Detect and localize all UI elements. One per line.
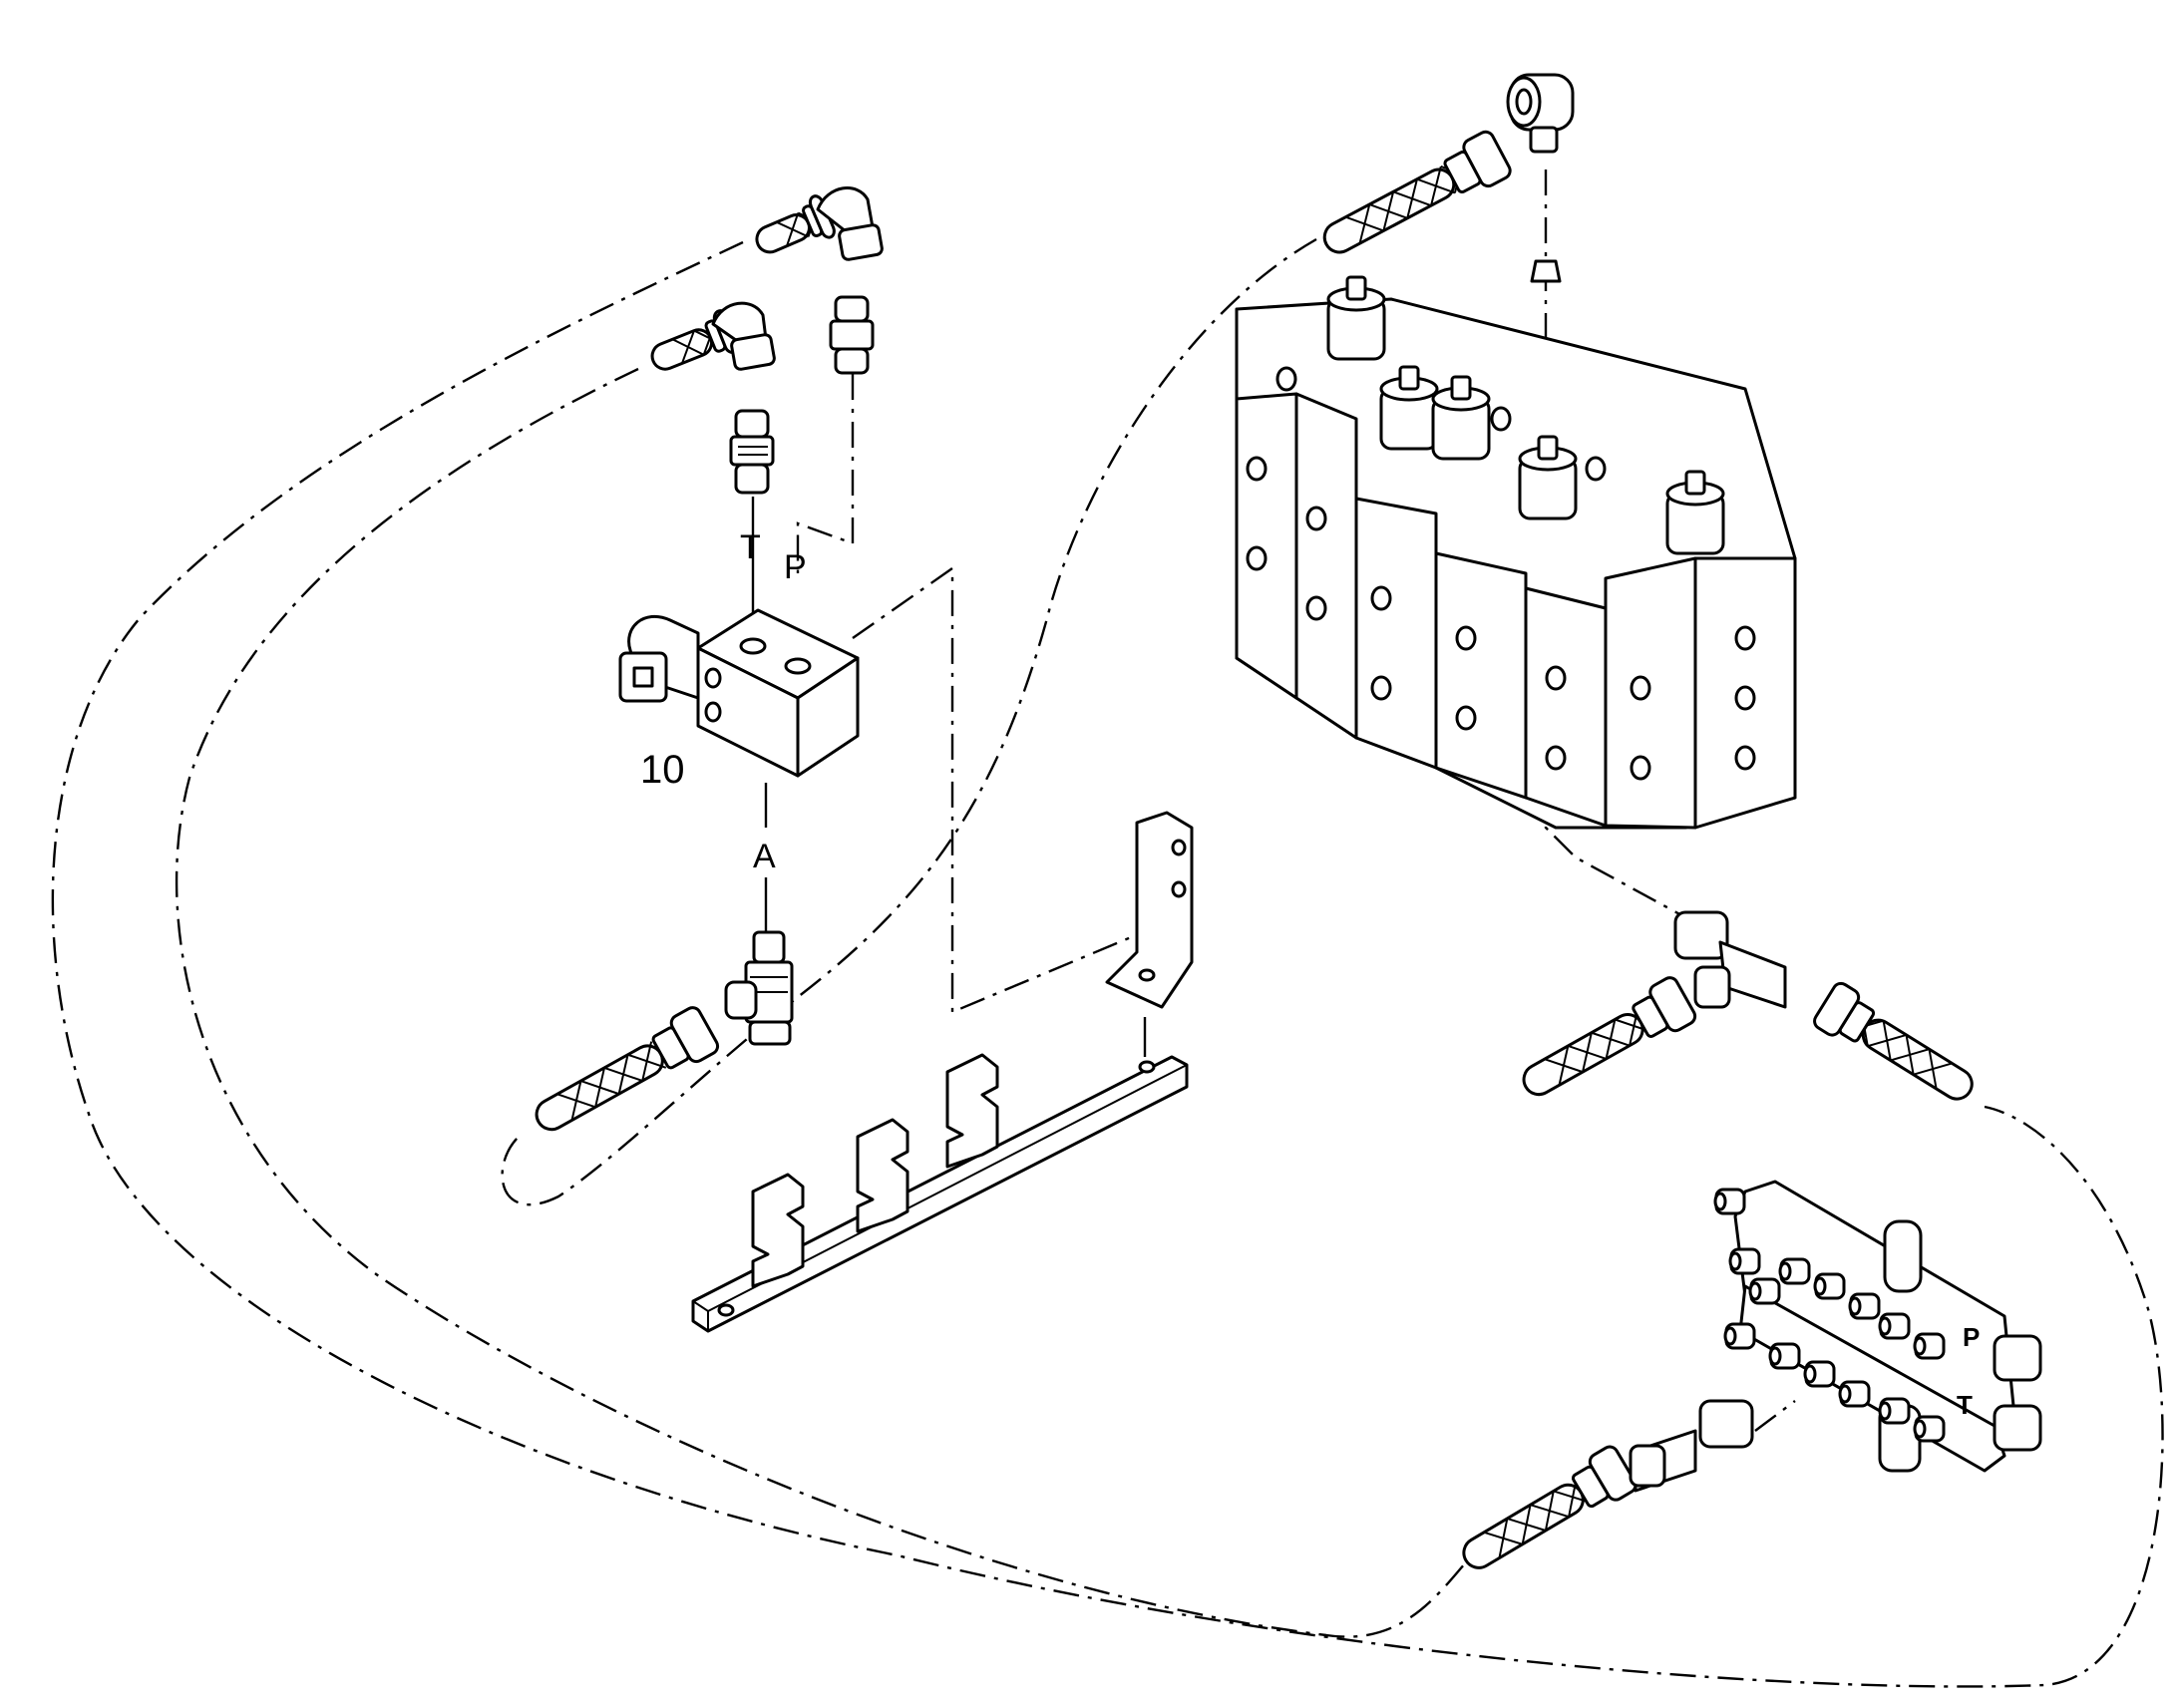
- outer-loop-line: [51, 240, 2164, 1688]
- valve-bolt-head: [1734, 685, 1756, 711]
- manifold-port-fitting: [1768, 1342, 1801, 1370]
- port-plug[interactable]: [1530, 259, 1562, 283]
- hose-clamp-rail[interactable]: [691, 1053, 1189, 1333]
- p-port-line: [796, 374, 855, 573]
- hose-top-left-upper[interactable]: [749, 194, 836, 265]
- manifold-port-fitting: [1723, 1322, 1756, 1350]
- control-valve-block[interactable]: [1235, 275, 1797, 830]
- valve-drop-line: [1544, 170, 1686, 919]
- valve-bolt-head: [1455, 705, 1477, 731]
- part-number-label: 10: [640, 748, 685, 792]
- manifold-tee-line: [1754, 1400, 1796, 1432]
- valve-bolt-head: [1246, 456, 1268, 482]
- hose-assemblies: [527, 129, 1984, 1582]
- p-port-nipple[interactable]: [829, 295, 875, 375]
- valve-solenoid: [1665, 470, 1725, 555]
- manifold-port-fitting: [1748, 1277, 1781, 1305]
- hose-right-outer[interactable]: [1812, 980, 1984, 1113]
- valve-bolt-head: [1275, 366, 1297, 392]
- elbow-fitting-upper[interactable]: [816, 186, 884, 261]
- manifold-port-fitting: [1913, 1332, 1946, 1360]
- manifold-port-fitting: [1913, 1415, 1946, 1443]
- hose-bottom-right[interactable]: [1453, 1444, 1638, 1582]
- valve-bolt-head: [1734, 745, 1756, 771]
- left-return-line: [501, 237, 1317, 1206]
- middle-loop-line: [175, 367, 1497, 1638]
- t-port-nipple[interactable]: [729, 409, 775, 495]
- valve-bolt-head: [1246, 545, 1268, 571]
- hose-right-middle[interactable]: [1513, 975, 1697, 1109]
- valve-bolt-head: [1734, 625, 1756, 651]
- angle-bracket[interactable]: [1105, 811, 1194, 1009]
- manifold-port-fittings: [1713, 1188, 1946, 1443]
- solenoid-valve[interactable]: [618, 608, 860, 778]
- valve-bolt-head: [1545, 665, 1567, 691]
- a-port-tee-fitting[interactable]: [724, 930, 794, 1046]
- manifold-port-fitting: [1803, 1360, 1836, 1388]
- port-a-label: A: [753, 838, 776, 875]
- hose-top-center[interactable]: [1314, 129, 1513, 266]
- valve-bolt-head: [1305, 595, 1327, 621]
- valve-bolt-head: [1585, 456, 1607, 482]
- valve-solenoid: [1379, 365, 1439, 451]
- valve-bolt-head: [1630, 675, 1651, 701]
- valve-solenoid: [1431, 375, 1491, 461]
- distribution-manifold[interactable]: P T: [1713, 1180, 2042, 1473]
- valve-bolt-heads: [1246, 366, 1756, 781]
- manifold-port-fitting: [1848, 1292, 1881, 1320]
- manifold-p-label: P: [1963, 1322, 1980, 1352]
- manifold-port-fitting: [1778, 1257, 1811, 1285]
- port-t-label: T: [740, 528, 761, 566]
- elbow-fitting-lower[interactable]: [711, 301, 776, 371]
- hose-routing-lines: [51, 170, 2164, 1688]
- manifold-port-fitting: [1813, 1272, 1846, 1300]
- manifold-t-label: T: [1957, 1390, 1973, 1420]
- valve-solenoid: [1326, 275, 1386, 361]
- tee-fitting-lower-right[interactable]: [1629, 1399, 1754, 1493]
- hose-a-port[interactable]: [527, 1005, 721, 1145]
- valve-bolt-head: [1490, 406, 1512, 432]
- valve-bolt-head: [1455, 625, 1477, 651]
- tee-fitting-upper-right[interactable]: [1673, 910, 1787, 1009]
- manifold-port-fitting: [1728, 1247, 1761, 1275]
- valve-bolt-head: [1370, 585, 1392, 611]
- valve-to-bracket-line: [852, 565, 1168, 1014]
- manifold-port-fitting: [1713, 1188, 1746, 1215]
- manifold-port-fitting: [1838, 1380, 1871, 1408]
- manifold-port-fitting: [1878, 1397, 1911, 1425]
- swivel-elbow-fitting[interactable]: [1506, 73, 1575, 154]
- valve-bolt-head: [1370, 675, 1392, 701]
- valve-bolt-head: [1630, 755, 1651, 781]
- valve-solenoid-stack: [1326, 275, 1725, 555]
- valve-bolt-head: [1305, 506, 1327, 531]
- manifold-port-fitting: [1878, 1312, 1911, 1340]
- valve-bolt-head: [1545, 745, 1567, 771]
- port-p-label: P: [784, 548, 807, 586]
- valve-solenoid: [1518, 435, 1578, 520]
